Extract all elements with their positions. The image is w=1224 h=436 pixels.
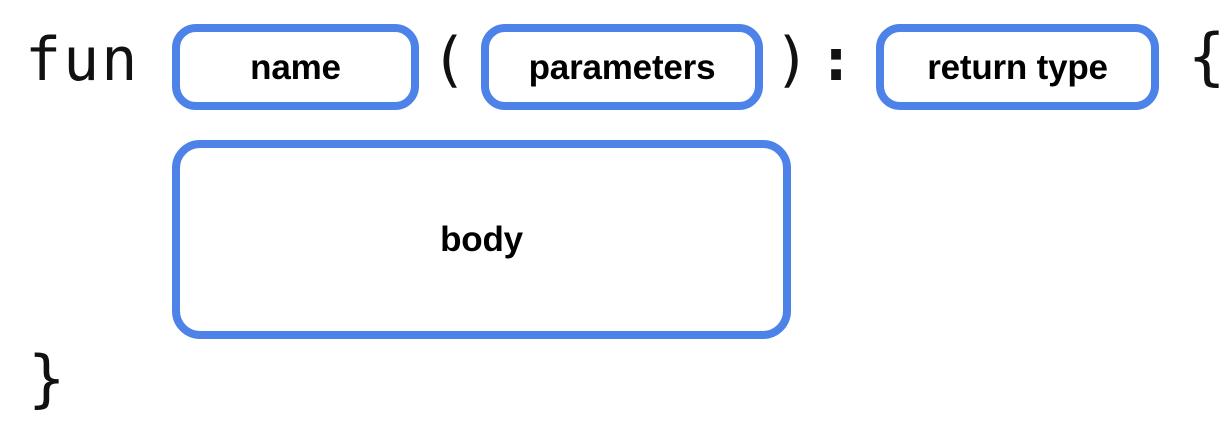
slot-parameters[interactable]: parameters xyxy=(481,24,763,110)
slot-body-label: body xyxy=(440,220,523,259)
slot-parameters-label: parameters xyxy=(528,47,716,87)
colon-symbol: : xyxy=(818,25,855,95)
keyword-fun: fun xyxy=(25,25,140,95)
slot-name[interactable]: name xyxy=(172,24,419,110)
brace-open-symbol: { xyxy=(1188,20,1224,93)
brace-close-symbol: } xyxy=(28,342,66,415)
slot-return-type-label: return type xyxy=(927,47,1108,87)
slot-return-type[interactable]: return type xyxy=(876,24,1159,110)
slot-name-label: name xyxy=(250,47,341,87)
slot-body[interactable]: body xyxy=(172,140,791,339)
paren-close-symbol: ) xyxy=(774,25,811,95)
paren-open-symbol: ( xyxy=(431,25,468,95)
